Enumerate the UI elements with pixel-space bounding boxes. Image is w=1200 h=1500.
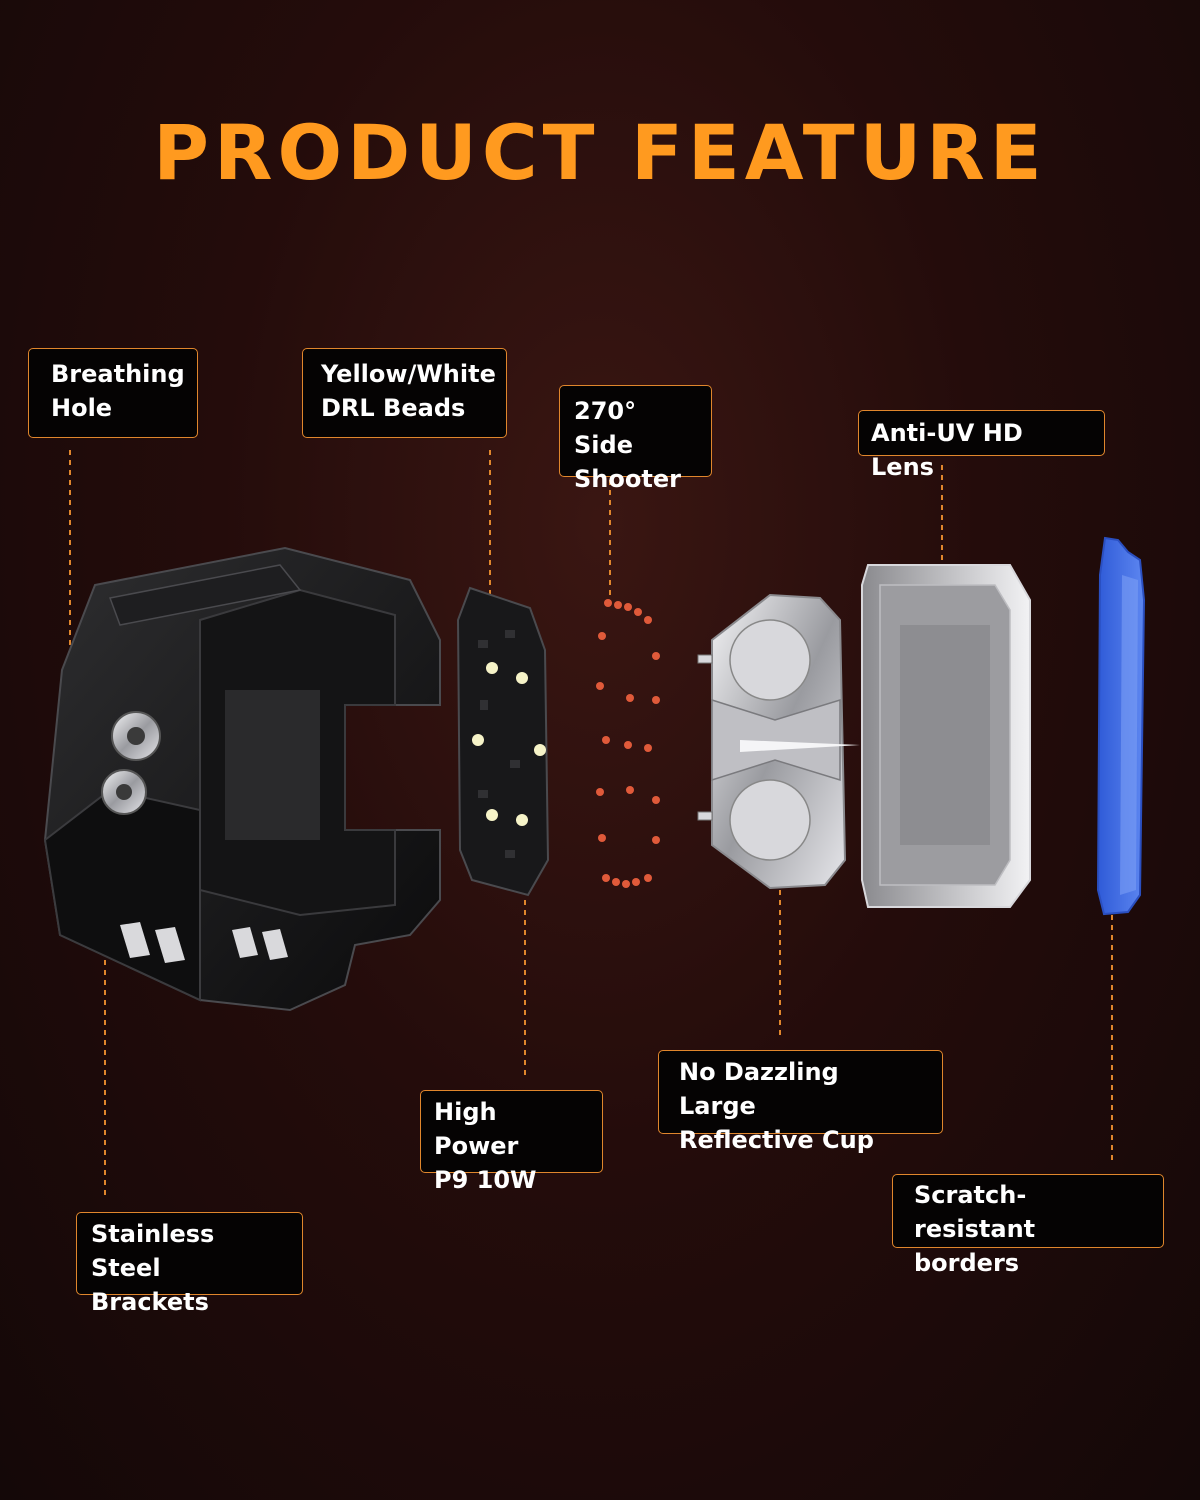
label-reflective-cup: No Dazzling Large Reflective Cup: [658, 1050, 943, 1154]
reflective-cup: [697, 593, 860, 890]
label-breathing-hole: Breathing Hole: [28, 348, 198, 438]
label-drl-beads: Yellow/White DRL Beads: [302, 348, 507, 438]
hd-lens: [861, 564, 1031, 908]
page-title: PRODUCT FEATURE: [153, 108, 1047, 197]
pcb-board: [456, 586, 550, 897]
label-hd-lens: Anti-UV HD Lens: [858, 410, 1105, 481]
label-brackets: Stainless Steel Brackets: [76, 1212, 303, 1316]
side-shooter-beads: [596, 599, 660, 888]
leader-lines: [69, 450, 1113, 1200]
label-side-shooter: 270° Side Shooter: [559, 385, 712, 493]
housing: [43, 546, 441, 1012]
label-high-power: High Power P9 10W: [420, 1090, 603, 1194]
label-borders: Scratch-resistant borders: [892, 1174, 1164, 1277]
blue-border-frame: [1096, 536, 1146, 916]
